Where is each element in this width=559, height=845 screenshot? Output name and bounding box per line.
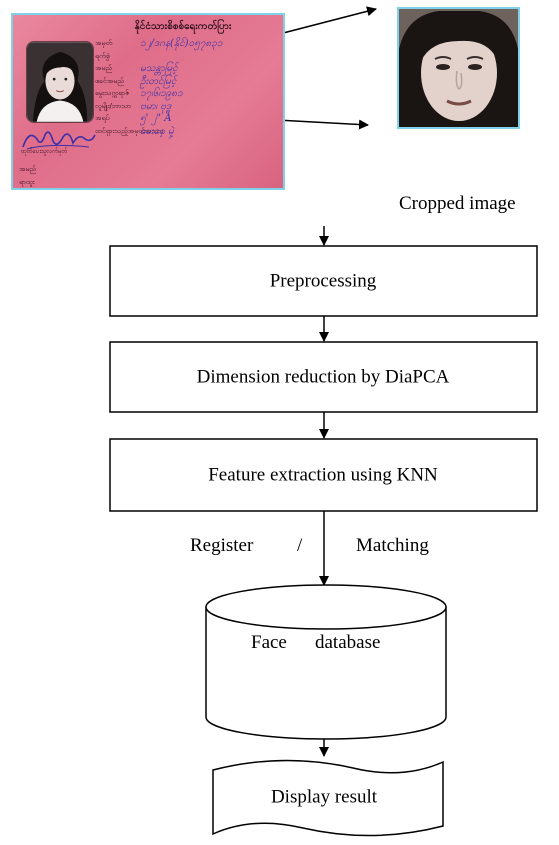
feature-extraction-box <box>109 438 538 512</box>
card-row-label: လူမျိုး/ဘာသာ <box>95 101 132 110</box>
card-row: အရပ် ၅' ၂" A <box>95 112 283 125</box>
dimension-reduction-label: Dimension reduction by DiaPCA <box>196 366 450 388</box>
display-result-shape <box>212 759 444 837</box>
card-row-label: အမှတ် <box>95 39 113 47</box>
card-row: လူမျိုး/ဘာသာ ဗမာ၊ ဗုဒ္ဓ <box>95 100 283 113</box>
preprocessing-label: Preprocessing <box>269 270 377 292</box>
id-card-image: နိုင်ငံသားစိစစ်ရေးကတ်ပြား အမှတ် ၁၂/ဒဂန(န… <box>11 13 285 190</box>
card-row-label: ထင်ရှားသည့်အမှတ်အသား <box>95 126 163 135</box>
display-result-label: Display result <box>270 786 378 808</box>
card-row: မွေးသက္ကရာဇ် ၁၇၊၆၊၁၉၈၁ <box>95 87 283 100</box>
card-photo <box>26 41 94 123</box>
card-bottom-label: အမည် <box>19 165 37 173</box>
cropped-image-caption: Cropped image <box>399 193 516 214</box>
face-database-label-word2: database <box>315 632 381 653</box>
card-row-value: ၁၇၊၆၊၁၉၈၁ <box>140 88 183 99</box>
card-bottom-label: ရာထူး <box>19 178 35 186</box>
card-row-value: ၅' ၂" A <box>140 113 172 124</box>
card-row-label: ရက်စွဲ <box>95 51 110 60</box>
preprocessing-box <box>109 245 538 317</box>
card-row-value: မသန္တာမြင့် <box>140 63 178 74</box>
card-row: ဖခင်အမည် ဦးတင်မြင့် <box>95 75 283 88</box>
card-row: ထင်ရှားသည့်အမှတ်အသား မေးစေ့ မှဲ့ <box>95 125 283 138</box>
card-row-label: အမည် <box>95 64 113 72</box>
card-row-value: မေးစေ့ မှဲ့ <box>140 125 174 137</box>
card-row-value: ၁၂/ဒဂန(နိုင်)၀၅၇၈၃၁ <box>140 38 223 49</box>
card-row-label: မွေးသက္ကရာဇ် <box>95 89 130 97</box>
card-row-value: ဗမာ၊ ဗုဒ္ဓ <box>140 100 172 112</box>
face-database-cylinder <box>205 584 447 740</box>
feature-extraction-label: Feature extraction using KNN <box>208 464 438 486</box>
signature-icon <box>22 131 96 150</box>
card-row-label: အရပ် <box>95 114 110 122</box>
register-label: Register <box>190 535 254 556</box>
card-header: နိုင်ငံသားစိစစ်ရေးကတ်ပြား <box>134 21 232 32</box>
face-database-label-word1: Face <box>251 632 287 653</box>
card-fields: အမှတ် ၁၂/ဒဂန(နိုင်)၀၅၇၈၃၁ ရက်စွဲ အမည် မသ… <box>95 37 283 138</box>
matching-label: Matching <box>356 535 429 556</box>
card-row: ရက်စွဲ <box>95 50 283 63</box>
card-bottom-labels: အမည် ရာထူး <box>19 163 37 188</box>
cropped-face-image <box>397 7 520 129</box>
card-row-value: ဦးတင်မြင့် <box>140 75 177 87</box>
card-row: အမည် မသန္တာမြင့် <box>95 62 283 75</box>
card-row: အမှတ် ၁၂/ဒဂန(နိုင်)၀၅၇၈၃၁ <box>95 37 283 50</box>
card-row-label: ဖခင်အမည် <box>95 76 125 85</box>
signature-caption: ထုတ်ပေးသူလက်မှတ် <box>21 148 68 155</box>
branch-separator: / <box>297 535 303 556</box>
